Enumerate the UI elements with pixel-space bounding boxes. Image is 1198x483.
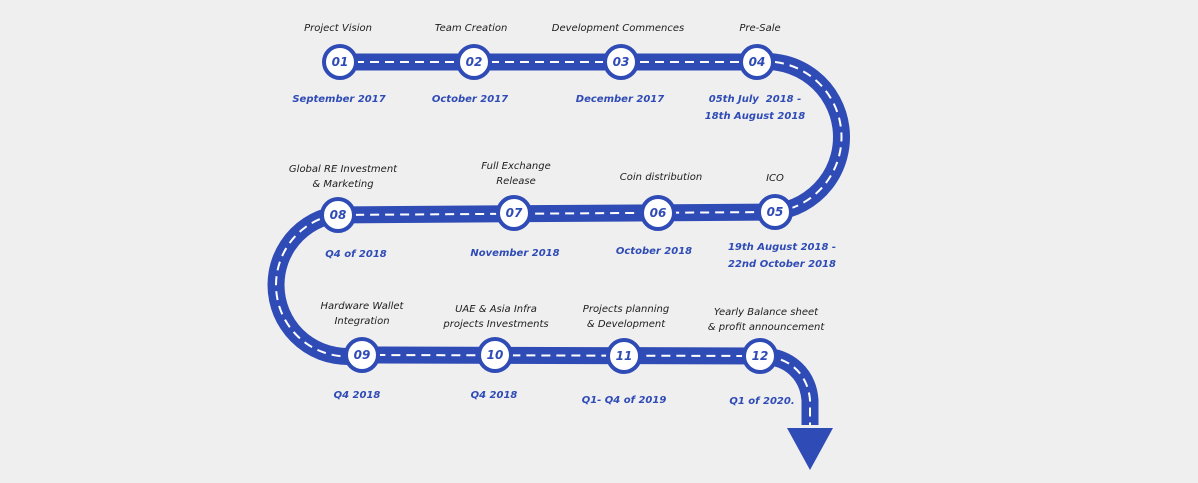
milestone-number: 12 — [752, 349, 769, 363]
milestone-circle — [322, 44, 358, 80]
milestone-node-11: 11 — [606, 338, 642, 374]
road-end-arrow-icon — [787, 428, 833, 470]
milestone-01-date: September 2017 — [292, 94, 386, 105]
milestone-number: 08 — [330, 208, 347, 222]
milestone-circle — [456, 44, 492, 80]
milestone-03-label: Development Commences — [551, 23, 685, 34]
milestone-09-date: Q4 2018 — [333, 390, 381, 401]
milestone-node-07: 07 — [496, 195, 532, 231]
milestone-node-10: 10 — [477, 337, 513, 373]
milestone-number: 01 — [332, 55, 349, 69]
milestone-circle — [320, 197, 356, 233]
milestone-10-date: Q4 2018 — [470, 390, 518, 401]
milestone-node-04: 04 — [739, 44, 775, 80]
milestone-circle — [742, 338, 778, 374]
milestone-circle — [344, 337, 380, 373]
milestone-07-label: Full Exchange Release — [481, 161, 551, 187]
milestone-node-08: 08 — [320, 197, 356, 233]
milestone-08-label: Global RE Investment & Marketing — [288, 164, 398, 190]
milestone-01-label: Project Vision — [304, 23, 372, 34]
milestone-circle — [757, 194, 793, 230]
milestone-node-05: 05 — [757, 194, 793, 230]
milestone-11-label: Projects planning & Development — [582, 304, 670, 330]
milestone-number: 11 — [616, 349, 633, 363]
milestone-number: 02 — [466, 55, 483, 69]
milestone-07-date: November 2018 — [470, 248, 560, 259]
milestone-node-09: 09 — [344, 337, 380, 373]
milestone-03-date: December 2017 — [575, 94, 665, 105]
milestone-circle — [640, 195, 676, 231]
milestone-node-03: 03 — [603, 44, 639, 80]
milestone-number: 10 — [487, 348, 504, 362]
milestone-number: 05 — [767, 205, 784, 219]
milestone-node-02: 02 — [456, 44, 492, 80]
milestone-09-label: Hardware Wallet Integration — [320, 301, 404, 327]
milestone-number: 06 — [650, 206, 667, 220]
milestone-node-01: 01 — [322, 44, 358, 80]
milestone-number: 07 — [506, 206, 523, 220]
milestone-circle — [603, 44, 639, 80]
milestone-circle — [739, 44, 775, 80]
milestone-node-06: 06 — [640, 195, 676, 231]
milestone-06-label: Coin distribution — [619, 172, 703, 183]
milestone-node-12: 12 — [742, 338, 778, 374]
milestone-number: 09 — [354, 348, 371, 362]
milestone-04-date: 05th July 2018 - 18th August 2018 — [704, 94, 806, 122]
milestone-12-date: Q1 of 2020. — [729, 396, 795, 407]
milestone-08-date: Q4 of 2018 — [325, 249, 387, 260]
milestone-10-label: UAE & Asia Infra projects Investments — [443, 304, 549, 330]
milestone-circle — [477, 337, 513, 373]
milestone-circle — [606, 338, 642, 374]
milestone-02-date: October 2017 — [431, 94, 509, 105]
milestone-05-date: 19th August 2018 - 22nd October 2018 — [727, 242, 837, 270]
milestone-05-label: ICO — [766, 173, 784, 184]
milestone-06-date: October 2018 — [615, 246, 693, 257]
milestone-11-date: Q1- Q4 of 2019 — [581, 395, 667, 406]
milestone-12-label: Yearly Balance sheet & profit announceme… — [707, 307, 825, 333]
milestone-02-label: Team Creation — [434, 23, 508, 34]
milestone-number: 03 — [613, 55, 630, 69]
milestone-number: 04 — [749, 55, 766, 69]
milestone-circle — [496, 195, 532, 231]
milestone-04-label: Pre-Sale — [739, 23, 781, 34]
